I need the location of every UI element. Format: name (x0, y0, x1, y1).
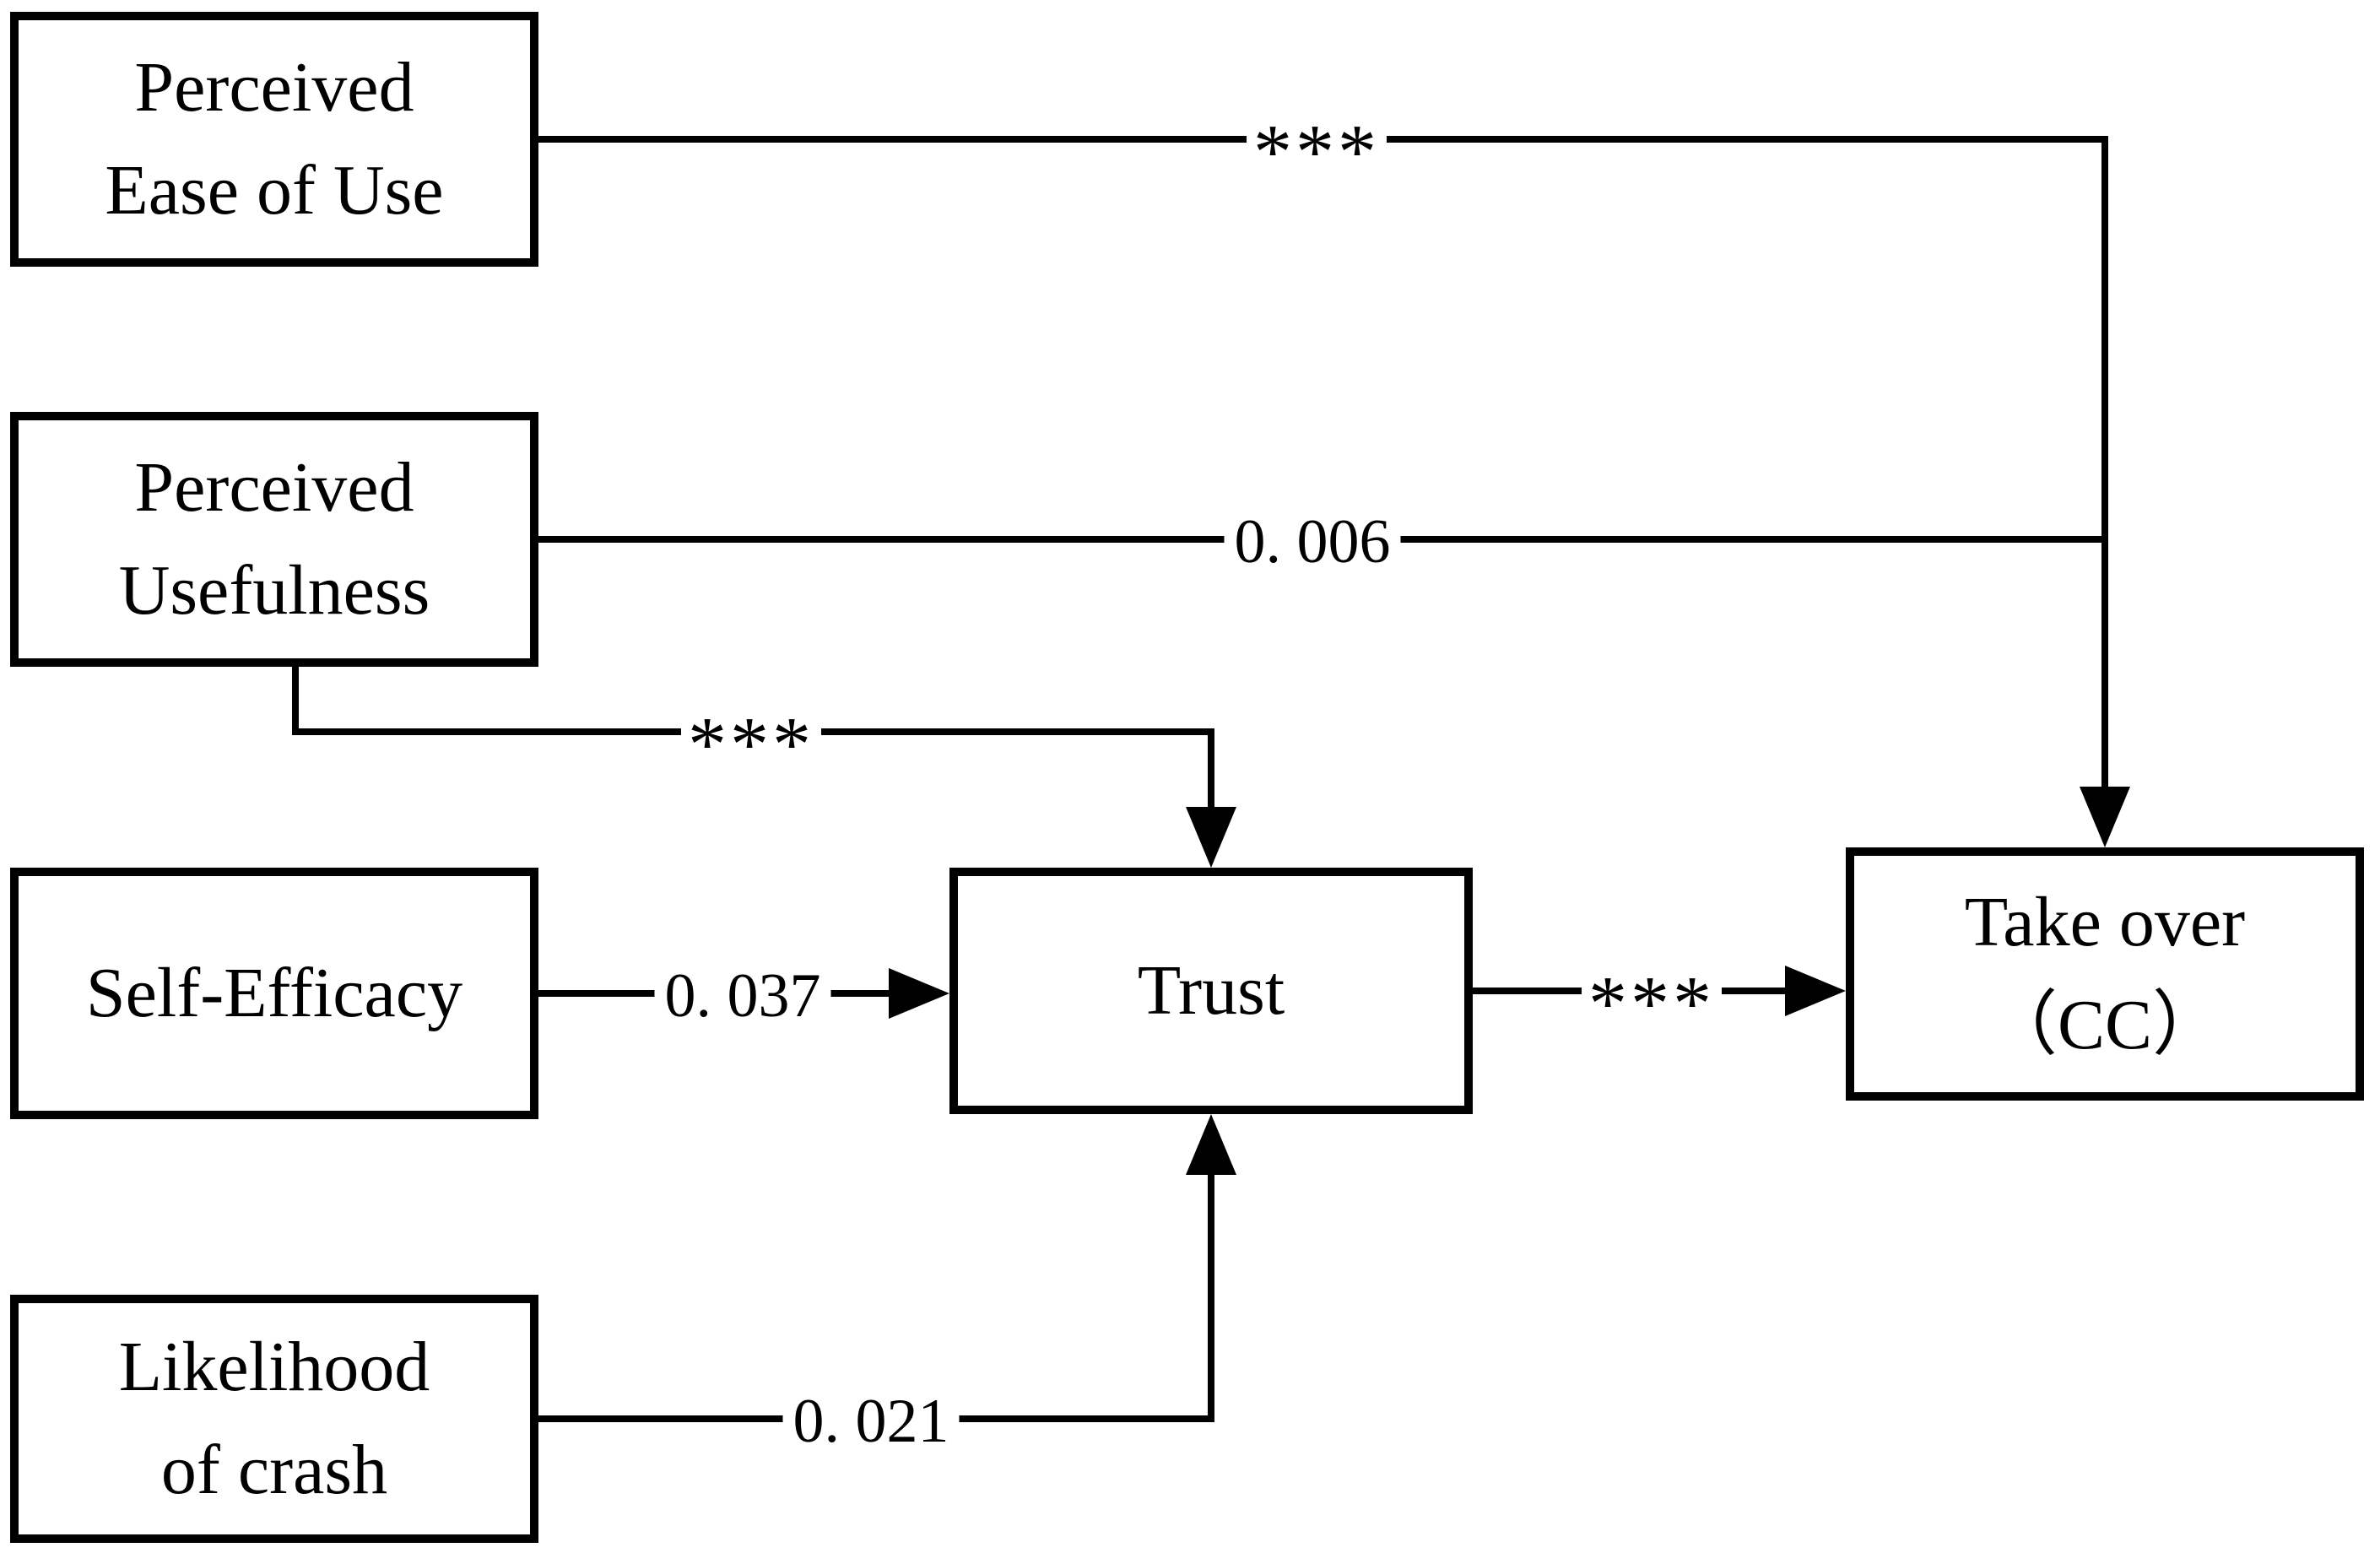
edge-pu-trust-vline-2 (1208, 728, 1214, 809)
edge-label-trust-takeover: *** (1582, 964, 1722, 1042)
node-label-line: （CC） (1986, 986, 2224, 1064)
node-label-line: Trust (1137, 951, 1285, 1031)
arrowhead-trust-top-icon (1186, 807, 1236, 868)
node-label-line: Ease of Use (105, 151, 444, 230)
edge-label-pu-trust: *** (681, 705, 821, 783)
node-label-line: Perceived (134, 448, 414, 528)
node-label-line: Self-Efficacy (85, 954, 463, 1033)
node-label-line: Usefulness (118, 551, 430, 630)
edge-label-peu-takeover: *** (1247, 112, 1387, 191)
arrowhead-trust-bottom-icon (1186, 1114, 1236, 1175)
edge-pu-trust-vline-1 (292, 667, 299, 735)
arrowhead-takeover-left-icon (1785, 966, 1846, 1016)
node-label-line: of crash (160, 1431, 388, 1509)
edge-peu-takeover-vline (2101, 136, 2108, 788)
node-perceived-usefulness: Perceived Usefulness (10, 412, 538, 667)
edge-label-se-trust: 0. 037 (654, 964, 831, 1027)
node-likelihood-of-crash: Likelihood of crash (10, 1295, 538, 1543)
node-take-over-cc: Take over （CC） (1846, 847, 2364, 1101)
node-perceived-ease-of-use: Perceived Ease of Use (10, 12, 538, 267)
node-label-line: Take over (1964, 883, 2246, 962)
arrowhead-takeover-top-icon (2080, 787, 2130, 847)
node-label-line: Perceived (134, 48, 414, 127)
edge-label-lc-trust: 0. 021 (782, 1389, 960, 1453)
node-trust: Trust (949, 868, 1473, 1114)
edge-lc-trust-vline (1208, 1173, 1214, 1422)
node-label-line: Likelihood (118, 1328, 430, 1407)
node-self-efficacy: Self-Efficacy (10, 868, 538, 1119)
arrowhead-trust-left-icon (889, 968, 949, 1019)
edge-label-pu-takeover: 0. 006 (1224, 510, 1401, 573)
